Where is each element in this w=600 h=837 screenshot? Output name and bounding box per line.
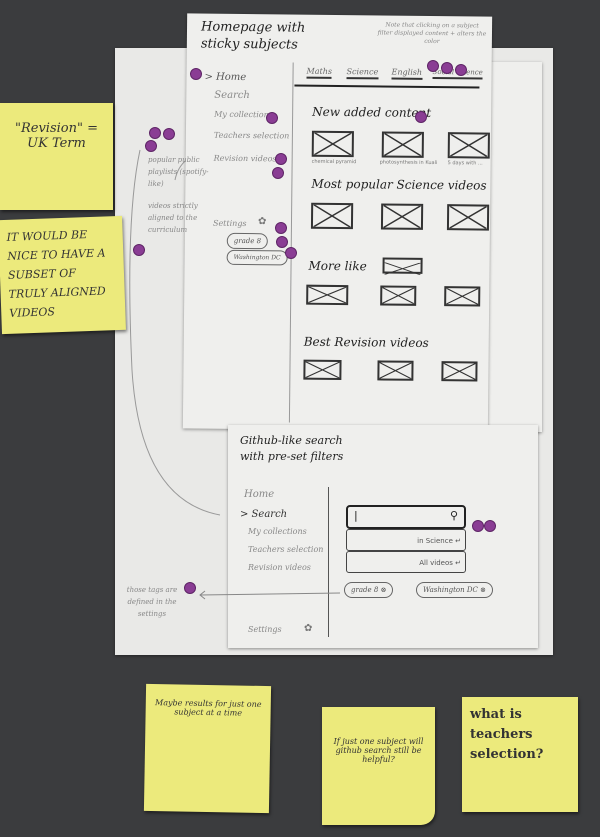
suggestion-all-videos[interactable]: All videos ↵ [346,551,466,573]
sticky-revision-term: "Revision" = UK Term [0,103,113,210]
video-caption: photosynthesis in Kuali [379,159,438,167]
nav-settings[interactable]: Settings [248,625,282,634]
search-page-title: Github-like search with pre-set filters [240,434,344,463]
tag-location[interactable]: Washington DC ⊗ [416,582,493,598]
subject-filter-note: Note that clicking on a subject filter d… [377,21,487,46]
video-thumbnail[interactable] [447,132,490,159]
video-thumbnail[interactable] [381,131,424,158]
video-thumbnail[interactable] [310,202,354,230]
homepage-title: Homepage with sticky subjects [200,19,306,53]
sticky-teachers-selection: what is teachers selection? [462,697,578,812]
more-like-reference-thumbnail[interactable] [382,257,423,276]
nav-my-collection[interactable]: My collection [214,109,269,120]
annotation-tags: those tags are defined in the settings [126,586,178,618]
nav-search[interactable]: Search [214,89,250,102]
search-input[interactable]: |⚲ [346,505,466,529]
tags-arrow [199,590,341,600]
search-input-value: | [354,509,358,522]
video-thumbnail[interactable] [311,130,354,158]
homepage-sheet: Homepage with sticky subjects Note that … [182,13,493,432]
tag-location[interactable]: Washington DC [226,249,288,266]
sidebar-divider [328,487,329,637]
suggestion-in-science[interactable]: in Science ↵ [346,529,466,551]
section-best-revision: Best Revision videos [303,334,429,350]
tab-english[interactable]: English [391,67,423,80]
search-sheet: Github-like search with pre-set filters … [228,425,538,648]
video-thumbnail[interactable] [377,360,414,381]
sidebar-divider [288,62,294,423]
search-icon[interactable]: ⚲ [449,509,458,522]
sticky-github-search: If just one subject will github search s… [322,707,435,825]
nav-search[interactable]: > Search [240,509,288,520]
nav-settings[interactable]: Settings [212,218,247,229]
video-thumbnail[interactable] [303,359,342,381]
tabs-underline [294,84,480,89]
tag-grade[interactable]: grade 8 [226,232,269,250]
section-popular-science: Most popular Science videos [311,176,487,193]
nav-revision-videos[interactable]: Revision videos [248,563,311,572]
annotation-teachers: popular public playlists (spotify-like) [148,156,209,188]
nav-home[interactable]: > Home [204,71,247,84]
gear-icon[interactable]: ✿ [257,216,267,228]
gear-icon[interactable]: ✿ [304,623,313,634]
annotation-revision: videos strictly aligned to the curriculu… [148,202,198,234]
video-caption: 5 days with ... [447,160,483,167]
video-thumbnail[interactable] [446,204,490,231]
tab-maths[interactable]: Maths [306,66,333,79]
video-thumbnail[interactable] [306,284,349,306]
sticky-aligned-subset: IT WOULD BE NICE TO HAVE A SUBSET OF TRU… [0,215,126,335]
video-thumbnail[interactable] [444,286,481,307]
tab-science[interactable]: Science [346,67,379,80]
nav-my-collections[interactable]: My collections [248,527,307,536]
sticky-one-subject: Maybe results for just one subject at a … [143,683,272,814]
video-caption: chemical pyramid [311,158,357,166]
video-thumbnail[interactable] [380,203,424,230]
video-thumbnail[interactable] [380,285,417,306]
nav-teachers-selection[interactable]: Teachers selection [248,545,324,554]
section-more-like: More like [308,258,367,274]
nav-teachers-selection[interactable]: Teachers selection [213,130,290,141]
nav-revision-videos[interactable]: Revision videos [213,153,277,164]
section-new-content: New added content [312,104,432,120]
nav-home[interactable]: Home [244,489,275,500]
video-thumbnail[interactable] [441,361,478,382]
tag-grade[interactable]: grade 8 ⊗ [344,582,394,598]
